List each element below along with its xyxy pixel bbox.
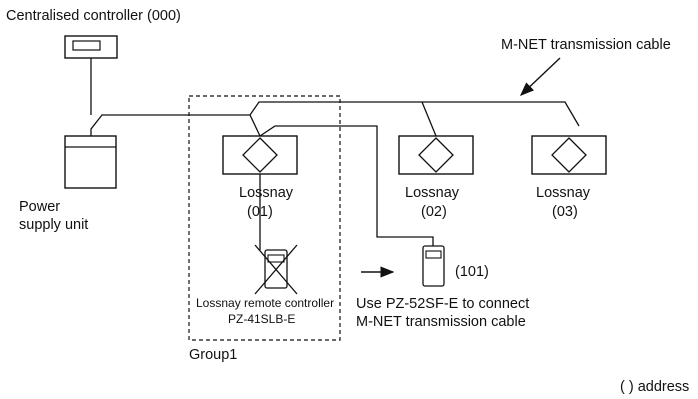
power-supply-label-line2: supply unit (19, 217, 88, 233)
pz52sf-note-line2: M-NET transmission cable (356, 314, 526, 330)
power-supply-unit (64, 135, 117, 189)
power-supply-label-line1: Power (19, 199, 60, 215)
pz52sf-remote-controller (422, 245, 445, 287)
pz52sf-address: (101) (455, 264, 489, 280)
lossnay-remote-label-line1: Lossnay remote controller (196, 296, 334, 310)
address-legend: ( ) address (620, 379, 689, 395)
mnet-transmission-cable (90, 101, 580, 136)
lossnay-03-unit (531, 135, 607, 175)
lossnay-02-address: (02) (421, 204, 447, 220)
lossnay-01-unit (222, 135, 298, 175)
lossnay-01-name: Lossnay (239, 185, 294, 201)
group1-label: Group1 (189, 347, 237, 363)
lossnay-remote-label-line2: PZ-41SLB-E (228, 312, 295, 326)
group1-boundary (188, 95, 341, 341)
mnet-cable-arrow (519, 57, 561, 96)
lossnay-02-name: Lossnay (405, 185, 460, 201)
centralised-controller-label: Centralised controller (000) (6, 8, 181, 24)
lossnay-03-address: (03) (552, 204, 578, 220)
pz52sf-note-line1: Use PZ-52SF-E to connect (356, 296, 529, 312)
mnet-cable-label: M-NET transmission cable (501, 37, 671, 53)
crossed-out-mark (254, 244, 298, 295)
cable-drop-lossnay-01 (249, 114, 261, 137)
lossnay-03-name: Lossnay (536, 185, 591, 201)
cable-to-pz52sf (259, 125, 434, 246)
centralised-controller (64, 35, 118, 59)
cable-drop-lossnay-02 (421, 101, 437, 137)
lossnay-02-unit (398, 135, 474, 175)
